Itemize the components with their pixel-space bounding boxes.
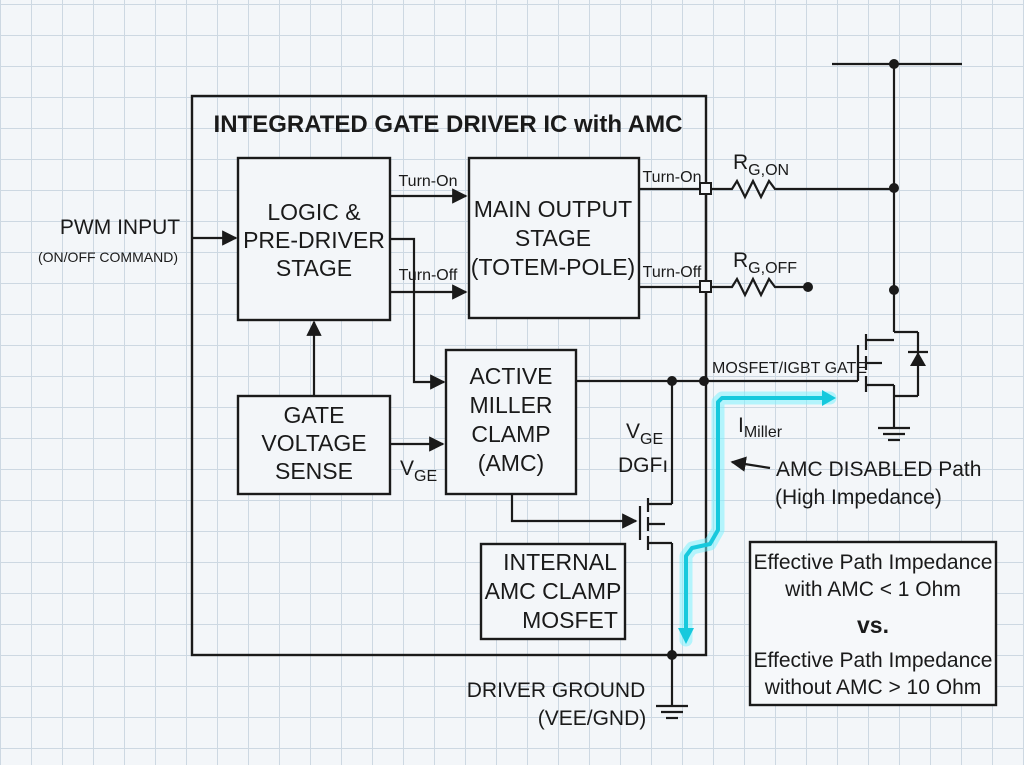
svg-text:MILLER: MILLER [469, 392, 552, 418]
svg-text:GATE: GATE [284, 402, 345, 428]
svg-text:Effective Path Impedance: Effective Path Impedance [754, 649, 993, 672]
svg-text:MOSFET: MOSFET [522, 607, 618, 633]
svg-text:VOLTAGE: VOLTAGE [261, 430, 366, 456]
driver-ground-sub: (VEE/GND) [538, 707, 647, 730]
svg-text:(High Impedance): (High Impedance) [775, 486, 942, 509]
amc-disabled-annotation: AMC DISABLED Path (High Impedance) [730, 456, 981, 509]
gate-voltage-sense-block: GATE VOLTAGE SENSE VGE [236, 320, 445, 496]
active-miller-clamp-block: ACTIVE MILLER CLAMP (AMC) [444, 348, 578, 496]
svg-text:VGE: VGE [626, 420, 663, 448]
svg-text:CLAMP: CLAMP [471, 421, 550, 447]
ic-title: INTEGRATED GATE DRIVER IC with AMC [214, 111, 683, 138]
svg-text:LOGIC &: LOGIC & [267, 199, 360, 225]
svg-text:Turn-Off: Turn-Off [399, 267, 458, 284]
rg-off-label: RG,OFF [733, 249, 797, 277]
svg-text:Turn-Off: Turn-Off [643, 264, 702, 281]
svg-text:(TOTEM-POLE): (TOTEM-POLE) [471, 254, 635, 280]
svg-text:MAIN OUTPUT: MAIN OUTPUT [474, 196, 632, 222]
logic-to-output-signals: Turn-On Turn-Off [391, 173, 468, 390]
main-output-stage-block: MAIN OUTPUT STAGE (TOTEM-POLE) [467, 156, 641, 320]
driver-ground: DRIVER GROUND (VEE/GND) [467, 650, 688, 730]
svg-text:DGFı: DGFı [618, 454, 668, 477]
svg-text:vs.: vs. [857, 612, 889, 638]
pwm-input-sub: (ON/OFF COMMAND) [38, 249, 178, 265]
svg-text:PRE-DRIVER: PRE-DRIVER [243, 227, 385, 253]
power-mosfet-symbol [856, 330, 928, 442]
svg-text:STAGE: STAGE [515, 225, 591, 251]
svg-text:AMC CLAMP: AMC CLAMP [485, 578, 622, 604]
svg-text:ACTIVE: ACTIVE [469, 363, 552, 389]
svg-text:Effective Path Impedance: Effective Path Impedance [754, 551, 993, 574]
driver-ground-label: DRIVER GROUND [467, 679, 646, 702]
svg-text:Turn-On: Turn-On [399, 173, 458, 190]
miller-current-path: IMiller [678, 390, 837, 647]
svg-text:with AMC < 1 Ohm: with AMC < 1 Ohm [784, 578, 961, 601]
vge-sense-label: VGE [400, 457, 437, 485]
internal-clamp-mosfet-symbol [510, 495, 674, 655]
svg-text:without AMC > 10 Ohm: without AMC > 10 Ohm [764, 676, 982, 699]
svg-text:INTERNAL: INTERNAL [503, 549, 617, 575]
svg-text:(AMC): (AMC) [478, 450, 544, 476]
impedance-comparison-box: Effective Path Impedance with AMC < 1 Oh… [748, 540, 998, 707]
gate-resistor-network: Turn-On Turn-Off RG,ON RG,OFF [640, 151, 894, 381]
gate-node: MOSFET/IGBT GATE [577, 360, 867, 504]
svg-text:Turn-On: Turn-On [643, 169, 702, 186]
svg-text:SENSE: SENSE [275, 458, 353, 484]
pwm-input-label: PWM INPUT [60, 216, 180, 239]
logic-pre-driver-block: LOGIC & PRE-DRIVER STAGE [236, 156, 392, 322]
svg-text:AMC DISABLED Path: AMC DISABLED Path [776, 458, 981, 481]
clamp-vge-label: VGE DGFı [618, 420, 668, 477]
internal-amc-mosfet-block: INTERNAL AMC CLAMP MOSFET [479, 542, 627, 641]
svg-text:STAGE: STAGE [276, 255, 352, 281]
mosfet-gate-label: MOSFET/IGBT GATE [712, 360, 867, 377]
pwm-input: PWM INPUT (ON/OFF COMMAND) [38, 216, 238, 265]
rg-on-label: RG,ON [733, 151, 789, 179]
supply-rail [832, 59, 962, 332]
i-miller-label: IMiller [738, 414, 783, 441]
